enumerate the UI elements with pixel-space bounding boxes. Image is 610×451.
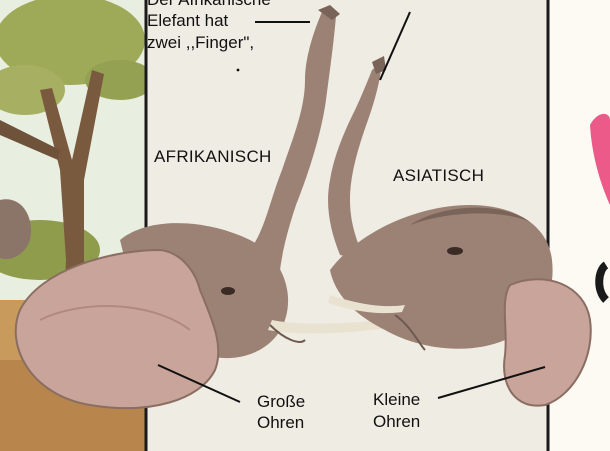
small-ears-label-line2: Ohren <box>373 413 420 431</box>
large-ears-label-line2: Ohren <box>257 414 304 432</box>
finger-caption-line3: zwei ,,Finger", <box>147 34 254 52</box>
finger-caption-line2: Elefant hat <box>147 12 228 30</box>
african-label: AFRIKANISCH <box>154 148 272 166</box>
large-ears-label-line1: Große <box>257 393 305 411</box>
asian-label: ASIATISCH <box>393 167 484 185</box>
finger-caption-line1: Der Afrikanische <box>147 0 271 9</box>
small-ears-label-line1: Kleine <box>373 391 420 409</box>
